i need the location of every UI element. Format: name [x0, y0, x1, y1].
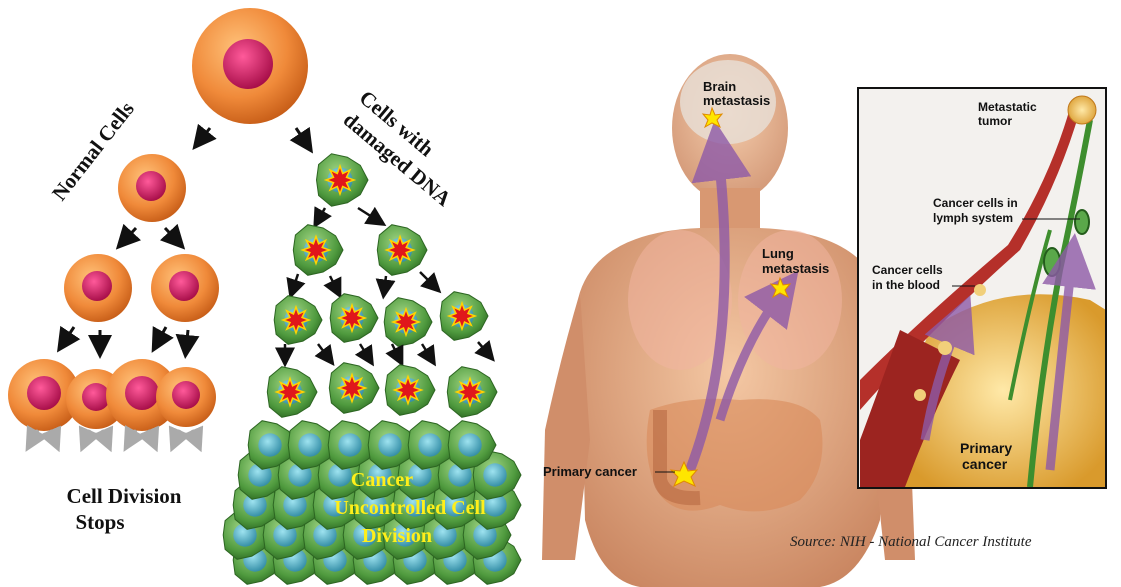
arrow [422, 344, 432, 360]
source-caption: Source: NIH - National Cancer Institute [790, 534, 1032, 550]
dna-damage-mark [283, 307, 309, 333]
blood-cancer-cell [938, 341, 952, 355]
arrow [420, 272, 436, 288]
normal-cell-nucleus [136, 171, 166, 201]
metastatic-label-line2: tumor [978, 114, 1012, 128]
arrow [156, 327, 166, 345]
primary-cancer-label: Primary cancer [543, 464, 637, 479]
cancer-cell-nucleus [258, 433, 281, 456]
dna-damage-mark [303, 237, 330, 264]
brain-label-line1: Brain [703, 79, 736, 94]
arrow [292, 274, 298, 292]
dna-damage-mark [449, 303, 475, 329]
arrow [186, 330, 188, 350]
lung-label-line1: Lung [762, 246, 794, 261]
cancer-label-line1: Cancer [351, 469, 413, 491]
normal-cell-nucleus [82, 383, 110, 411]
cell-division-stops-label-line1: Cell Division [67, 484, 182, 508]
arrow [296, 128, 308, 146]
arrow [330, 276, 338, 292]
lymph-node [1044, 248, 1060, 276]
brain-label-line2: metastasis [703, 93, 770, 108]
lymph-label-line1: Cancer cells in [933, 196, 1018, 210]
arrow [478, 342, 490, 356]
dna-damage-mark [387, 237, 414, 264]
arrow [62, 327, 74, 345]
normal-cell-nucleus [82, 271, 112, 301]
dna-damage-mark [393, 309, 419, 335]
normal-cell-nucleus [169, 271, 199, 301]
cancer-cell-nucleus [378, 433, 401, 456]
arrow [165, 228, 179, 243]
blood-label-line2: in the blood [872, 278, 940, 292]
blood-label-line1: Cancer cells [872, 263, 943, 277]
arrow [358, 208, 380, 222]
cancer-cell-nucleus [338, 433, 361, 456]
dna-damage-mark [339, 305, 365, 331]
cancer-cell-nucleus [418, 433, 441, 456]
inset-primary-line2: cancer [962, 456, 1008, 472]
cancer-cell-nucleus [483, 463, 506, 486]
normal-cell-nucleus [27, 376, 61, 410]
arrow [318, 344, 330, 360]
arrow [360, 344, 370, 360]
dna-damage-mark [339, 375, 366, 402]
dna-damage-mark [457, 379, 484, 406]
blood-cancer-cell [974, 284, 986, 296]
lymph-node [1075, 210, 1089, 234]
dna-damage-mark [326, 166, 354, 194]
lung-label-line2: metastasis [762, 261, 829, 276]
normal-cell-nucleus [172, 381, 200, 409]
metastatic-label-line1: Metastatic [978, 100, 1037, 114]
cancer-cell-nucleus [298, 433, 321, 456]
faded-arrows [30, 430, 198, 444]
arrow [384, 276, 386, 292]
dna-damage-mark [277, 379, 304, 406]
metastatic-tumor [1068, 96, 1096, 124]
arrow [122, 228, 136, 243]
cancer-label-line3: Division [362, 525, 432, 547]
arrow [317, 208, 325, 222]
cancer-label-line2: Uncontrolled Cell [334, 497, 486, 519]
normal-cell-nucleus [125, 376, 159, 410]
cell-division-stops-label-line2: Stops [75, 510, 124, 534]
arrow [198, 128, 210, 143]
inset-primary-line1: Primary [960, 440, 1012, 456]
metastasis-inset: Metastatic tumor Cancer cells in lymph s… [858, 88, 1106, 488]
parent-cell-nucleus [223, 39, 273, 89]
dna-damage-mark [395, 377, 422, 404]
lymph-label-line2: lymph system [933, 211, 1013, 225]
cancer-cell-nucleus [458, 433, 481, 456]
blood-cancer-cell [914, 389, 926, 401]
cancer-cell-tree [223, 154, 521, 585]
